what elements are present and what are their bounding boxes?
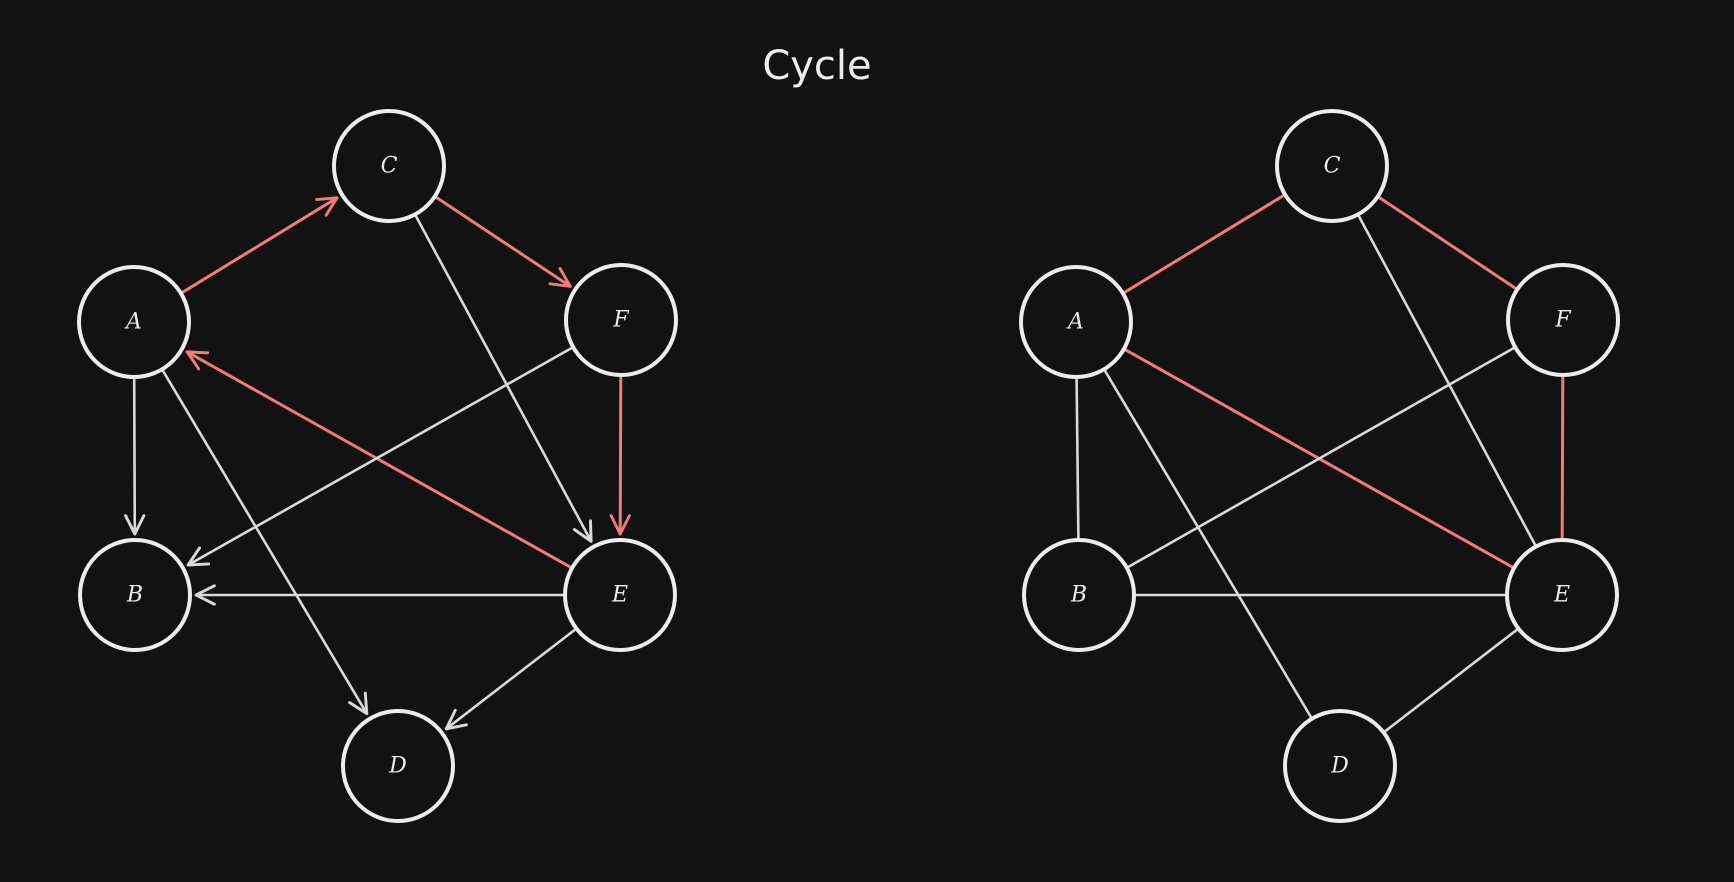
edge-f-e-cycle: [609, 375, 631, 536]
node-circle: [78, 538, 192, 652]
directed-graph: A B C D E F: [77, 109, 678, 823]
edge-a-b: [1075, 377, 1080, 540]
node-label: D: [1330, 754, 1349, 779]
edge-a-b: [124, 377, 146, 536]
node-d: D: [1283, 709, 1397, 823]
node-circle: [341, 709, 455, 823]
node-label: F: [612, 308, 629, 333]
edge-f-b: [186, 346, 573, 567]
node-label: C: [381, 154, 398, 179]
edge-a-c-cycle: [1123, 194, 1285, 294]
edge-f-b: [1127, 346, 1515, 569]
edge-f-e-cycle: [1560, 375, 1565, 540]
edge-e-d: [1383, 628, 1519, 733]
node-circle: [332, 109, 446, 223]
node-label: E: [1553, 583, 1570, 608]
node-e: E: [1505, 538, 1619, 652]
undirected-graph: A B C D E F: [1019, 109, 1620, 823]
edge-a-d: [1103, 369, 1313, 719]
node-f: F: [1506, 263, 1620, 377]
node-c: C: [1275, 109, 1389, 223]
node-circle: [1506, 263, 1620, 377]
node-b: B: [1022, 538, 1136, 652]
node-c: C: [332, 109, 446, 223]
node-f: F: [564, 263, 678, 377]
node-label: A: [124, 310, 142, 335]
node-label: D: [388, 754, 407, 779]
node-label: B: [1070, 583, 1087, 608]
edge-e-a-cycle: [185, 350, 572, 569]
edge-c-f-cycle: [1377, 196, 1518, 290]
node-circle: [1019, 265, 1133, 379]
node-label: C: [1324, 154, 1341, 179]
edge-a-c-cycle: [181, 196, 339, 294]
node-circle: [1275, 109, 1389, 223]
node-circle: [1022, 538, 1136, 652]
node-label: F: [1554, 308, 1571, 333]
diagram-title: Cycle: [762, 43, 871, 89]
edge-c-e: [1357, 214, 1537, 547]
node-a: A: [1019, 265, 1133, 379]
node-circle: [564, 263, 678, 377]
node-a: A: [77, 265, 191, 379]
node-circle: [1505, 538, 1619, 652]
node-b: B: [78, 538, 192, 652]
node-circle: [563, 538, 677, 652]
node-label: E: [611, 583, 628, 608]
edge-c-f-cycle: [435, 196, 572, 288]
edge-a-d: [161, 369, 369, 716]
node-circle: [77, 265, 191, 379]
node-label: A: [1066, 310, 1084, 335]
edge-c-e: [414, 214, 593, 543]
node-d: D: [341, 709, 455, 823]
node-label: B: [126, 583, 143, 608]
edge-e-d: [444, 628, 577, 731]
node-circle: [1283, 709, 1397, 823]
node-e: E: [563, 538, 677, 652]
